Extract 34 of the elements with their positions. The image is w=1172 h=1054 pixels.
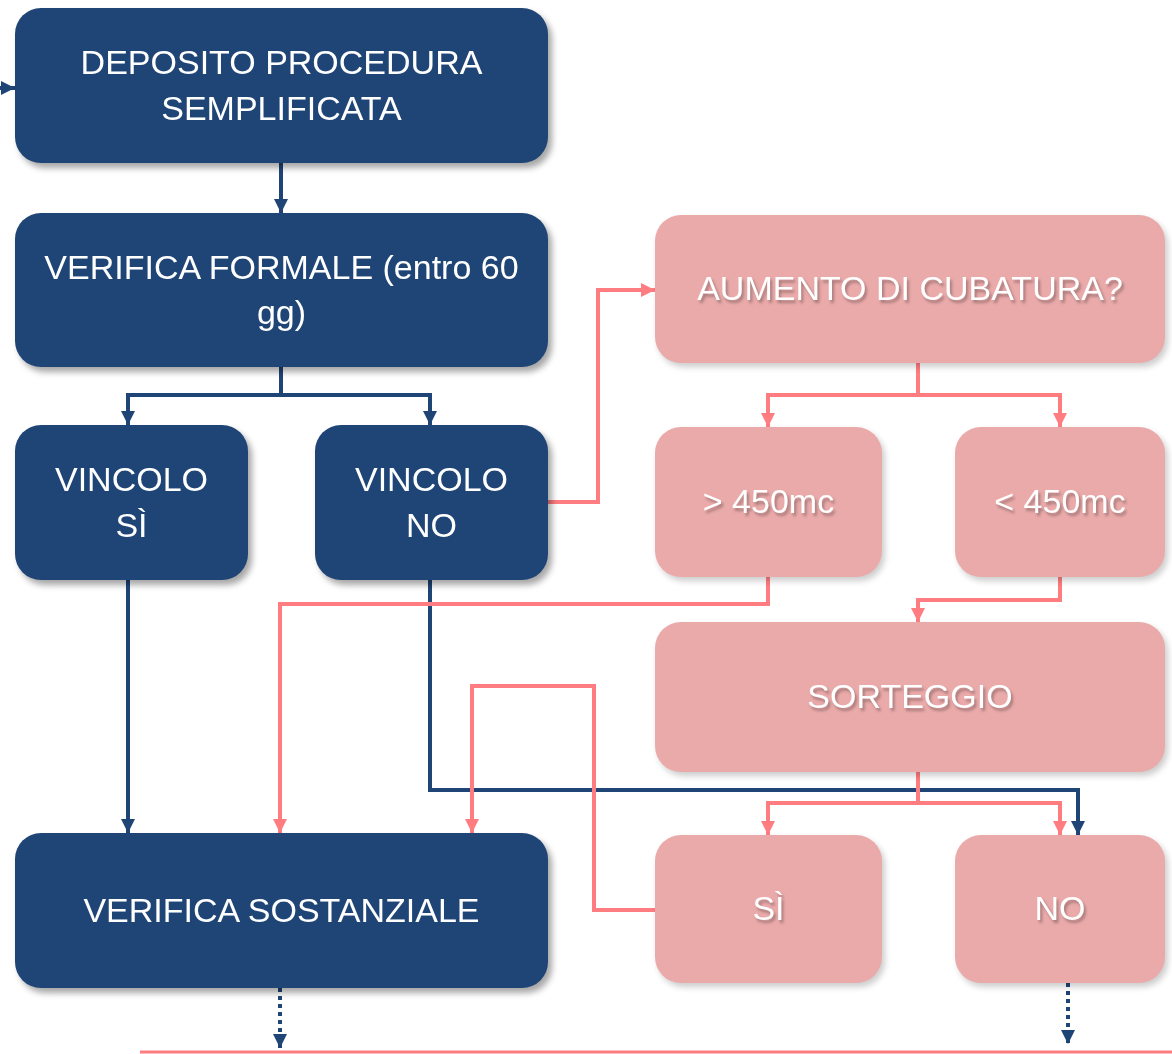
arrow — [279, 367, 437, 425]
arrow — [274, 163, 288, 213]
arrow — [916, 772, 1067, 835]
node-label: NO — [1034, 888, 1086, 930]
node-label: < 450mc — [994, 481, 1126, 523]
node-label: > 450mc — [702, 481, 835, 523]
decision-box — [655, 427, 882, 577]
node-label: VINCOLO NO — [353, 459, 509, 546]
decision-box — [955, 427, 1165, 577]
node-label: SORTEGGIO — [807, 676, 1013, 718]
arrow — [428, 580, 1085, 835]
arrow — [465, 684, 655, 912]
decision-box — [655, 622, 1165, 772]
node-label: VERIFICA FORMALE (entro 60 gg) — [43, 246, 520, 333]
arrow — [0, 81, 15, 95]
process-box — [15, 8, 548, 163]
arrow — [911, 577, 1062, 622]
decision-box — [655, 215, 1165, 363]
arrow — [121, 580, 135, 833]
process-box — [15, 213, 548, 367]
decision-box — [655, 835, 882, 983]
process-box — [15, 425, 248, 580]
node-label: VINCOLO SÌ — [53, 459, 209, 546]
process-box — [315, 425, 548, 580]
node-label: AUMENTO DI CUBATURA? — [697, 268, 1123, 310]
arrow — [273, 988, 287, 1048]
decision-box — [955, 835, 1165, 983]
node-label: DEPOSITO PROCEDURA SEMPLIFICATA — [79, 42, 484, 129]
arrow — [273, 577, 770, 833]
arrow — [548, 283, 655, 504]
node-label: VERIFICA SOSTANZIALE — [83, 889, 480, 931]
arrow — [1061, 983, 1075, 1044]
node-label: SÌ — [752, 888, 785, 930]
process-box — [15, 833, 548, 988]
